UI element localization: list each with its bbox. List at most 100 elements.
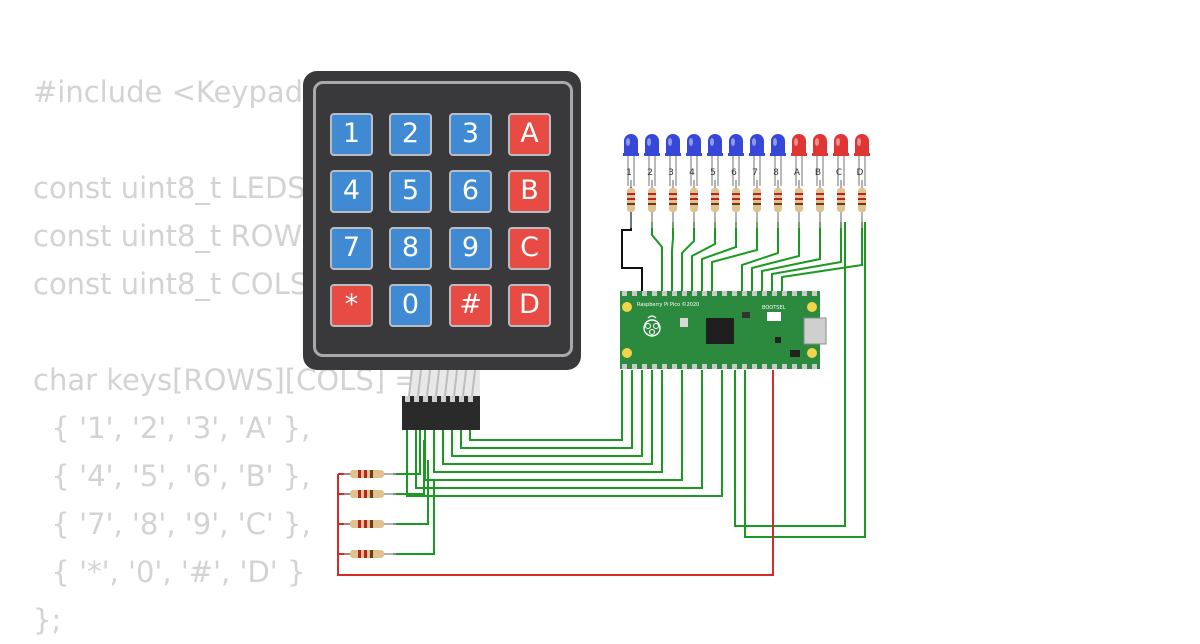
led-red[interactable]: C <box>833 134 849 186</box>
led-highlight <box>710 138 714 146</box>
resistor-band <box>358 490 361 498</box>
pico-pin <box>772 364 777 369</box>
pico-led-chip <box>680 318 688 327</box>
resistor-band <box>732 198 740 200</box>
keypad-key[interactable]: 7 <box>330 227 373 270</box>
keypad-key[interactable]: B <box>508 170 551 213</box>
keypad-key[interactable]: 1 <box>330 113 373 156</box>
led-label: 5 <box>710 168 716 178</box>
mounting-hole <box>807 302 817 312</box>
pico-pin <box>682 364 687 369</box>
pico-pin <box>762 364 767 369</box>
code-line: { '*', '0', '#', 'D' } <box>33 555 306 589</box>
wire <box>406 370 723 497</box>
led-red[interactable]: B <box>812 134 828 186</box>
keypad-key[interactable]: A <box>508 113 551 156</box>
resistor-band <box>358 470 361 478</box>
resistor-band <box>370 520 373 528</box>
resistor-band <box>364 490 367 498</box>
wire <box>751 222 800 295</box>
led-blue[interactable]: 6 <box>728 134 744 186</box>
led-rim <box>665 153 681 156</box>
led-blue[interactable]: 4 <box>686 134 702 186</box>
pulldown-resistors <box>344 470 396 558</box>
led-blue[interactable]: 8 <box>770 134 786 186</box>
led-highlight <box>773 138 777 146</box>
ribbon-wire <box>462 369 467 397</box>
connector-pin <box>468 396 473 402</box>
pico-pins-bottom <box>622 364 817 369</box>
connector-pin <box>414 396 419 402</box>
pico-pin <box>692 291 697 296</box>
connector-pin <box>459 396 464 402</box>
pico-pin <box>762 291 767 296</box>
led-body <box>687 134 701 155</box>
led-body <box>813 134 827 155</box>
led-rim <box>728 153 744 156</box>
pico-component <box>775 337 781 343</box>
keypad-key[interactable]: # <box>449 284 492 327</box>
connector-pin <box>432 396 437 402</box>
led-highlight <box>668 138 672 146</box>
led-blue[interactable]: 1 <box>623 134 639 186</box>
resistor-band <box>858 198 866 200</box>
wire <box>393 440 425 495</box>
resistor-band <box>669 198 677 200</box>
ribbon-wire <box>417 369 422 397</box>
resistor-band <box>816 193 824 195</box>
led-body <box>624 134 638 155</box>
led-label: A <box>794 168 801 178</box>
led-body <box>729 134 743 155</box>
pico-pin <box>792 364 797 369</box>
mounting-hole <box>622 348 632 358</box>
keypad-key[interactable]: C <box>508 227 551 270</box>
keypad-key[interactable]: 4 <box>330 170 373 213</box>
keypad-key[interactable]: 2 <box>389 113 432 156</box>
led-highlight <box>815 138 819 146</box>
resistor-band <box>711 203 719 205</box>
resistor-band <box>816 198 824 200</box>
led-rim <box>623 153 639 156</box>
pico-pin <box>732 291 737 296</box>
resistor-band <box>648 193 656 195</box>
led-label: 2 <box>647 168 653 178</box>
raspberry-pi-pico-board[interactable]: Raspberry Pi Pico ©2020 BOOTSEL <box>620 291 827 369</box>
led-rim <box>707 153 723 156</box>
code-line: { '7', '8', '9', 'C' }, <box>33 507 311 541</box>
wire <box>415 370 703 489</box>
led-blue[interactable]: 2 <box>644 134 660 186</box>
led-red[interactable]: A <box>791 134 807 186</box>
keypad-key[interactable]: D <box>508 284 551 327</box>
usb-port[interactable] <box>803 317 827 345</box>
code-line: const uint8_t LEDS <box>33 171 306 205</box>
led-highlight <box>689 138 693 146</box>
resistor-band <box>690 193 698 195</box>
led-blue[interactable]: 5 <box>707 134 723 186</box>
pico-pin <box>662 291 667 296</box>
wire <box>451 370 643 457</box>
ribbon-wire <box>444 369 449 397</box>
led-blue[interactable]: 3 <box>665 134 681 186</box>
pico-pins-top <box>622 291 817 296</box>
keypad-key[interactable]: 5 <box>389 170 432 213</box>
bootsel-button[interactable] <box>767 312 781 321</box>
resistor-band <box>364 470 367 478</box>
wire <box>671 222 674 295</box>
keypad-key[interactable]: 8 <box>389 227 432 270</box>
led-blue[interactable]: 7 <box>749 134 765 186</box>
pico-pin <box>782 364 787 369</box>
raspberry-logo-icon <box>643 315 661 337</box>
pico-pin <box>812 364 817 369</box>
resistor-band <box>627 198 635 200</box>
resistor-band <box>364 550 367 558</box>
keypad-key[interactable]: 3 <box>449 113 492 156</box>
keypad-key[interactable]: * <box>330 284 373 327</box>
wire <box>651 222 663 295</box>
ribbon-wire <box>453 369 458 397</box>
led-red[interactable]: D <box>854 134 870 186</box>
keypad-key[interactable]: 0 <box>389 284 432 327</box>
keypad-key[interactable]: 9 <box>449 227 492 270</box>
pico-component <box>790 350 800 357</box>
keypad-key[interactable]: 6 <box>449 170 492 213</box>
